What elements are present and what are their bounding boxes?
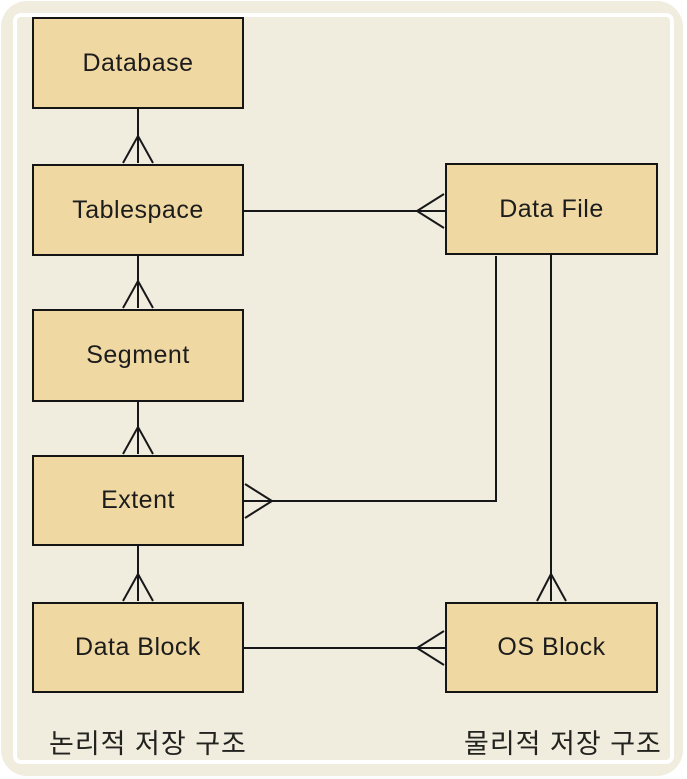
crowsfoot-extent-right-icon	[244, 483, 274, 519]
node-extent-label: Extent	[101, 486, 175, 514]
node-extent: Extent	[32, 455, 244, 546]
node-os-block-label: OS Block	[497, 633, 606, 661]
inner-white-frame	[13, 13, 674, 764]
node-os-block: OS Block	[445, 602, 658, 693]
node-database: Database	[32, 17, 244, 109]
node-data-file-label: Data File	[499, 194, 604, 223]
caption-physical-structure: 물리적 저장 구조	[464, 729, 662, 759]
crowsfoot-segment-top-icon	[122, 278, 154, 309]
node-tablespace: Tablespace	[32, 164, 244, 256]
node-segment-label: Segment	[86, 341, 190, 369]
crowsfoot-osblock-top-icon	[536, 571, 567, 602]
node-segment: Segment	[32, 309, 244, 402]
node-database-label: Database	[82, 48, 194, 77]
crowsfoot-tablespace-top-icon	[122, 133, 154, 164]
edge-datafile-extent	[244, 256, 497, 502]
node-data-block: Data Block	[32, 602, 244, 693]
crowsfoot-datablock-top-icon	[122, 571, 154, 602]
crowsfoot-datafile-left-icon	[415, 193, 445, 229]
caption-logical-structure: 논리적 저장 구조	[49, 729, 247, 759]
node-tablespace-label: Tablespace	[72, 195, 204, 224]
crowsfoot-osblock-left-icon	[415, 630, 445, 666]
node-data-block-label: Data Block	[75, 633, 201, 661]
node-data-file: Data File	[445, 163, 658, 255]
crowsfoot-extent-top-icon	[122, 424, 154, 455]
